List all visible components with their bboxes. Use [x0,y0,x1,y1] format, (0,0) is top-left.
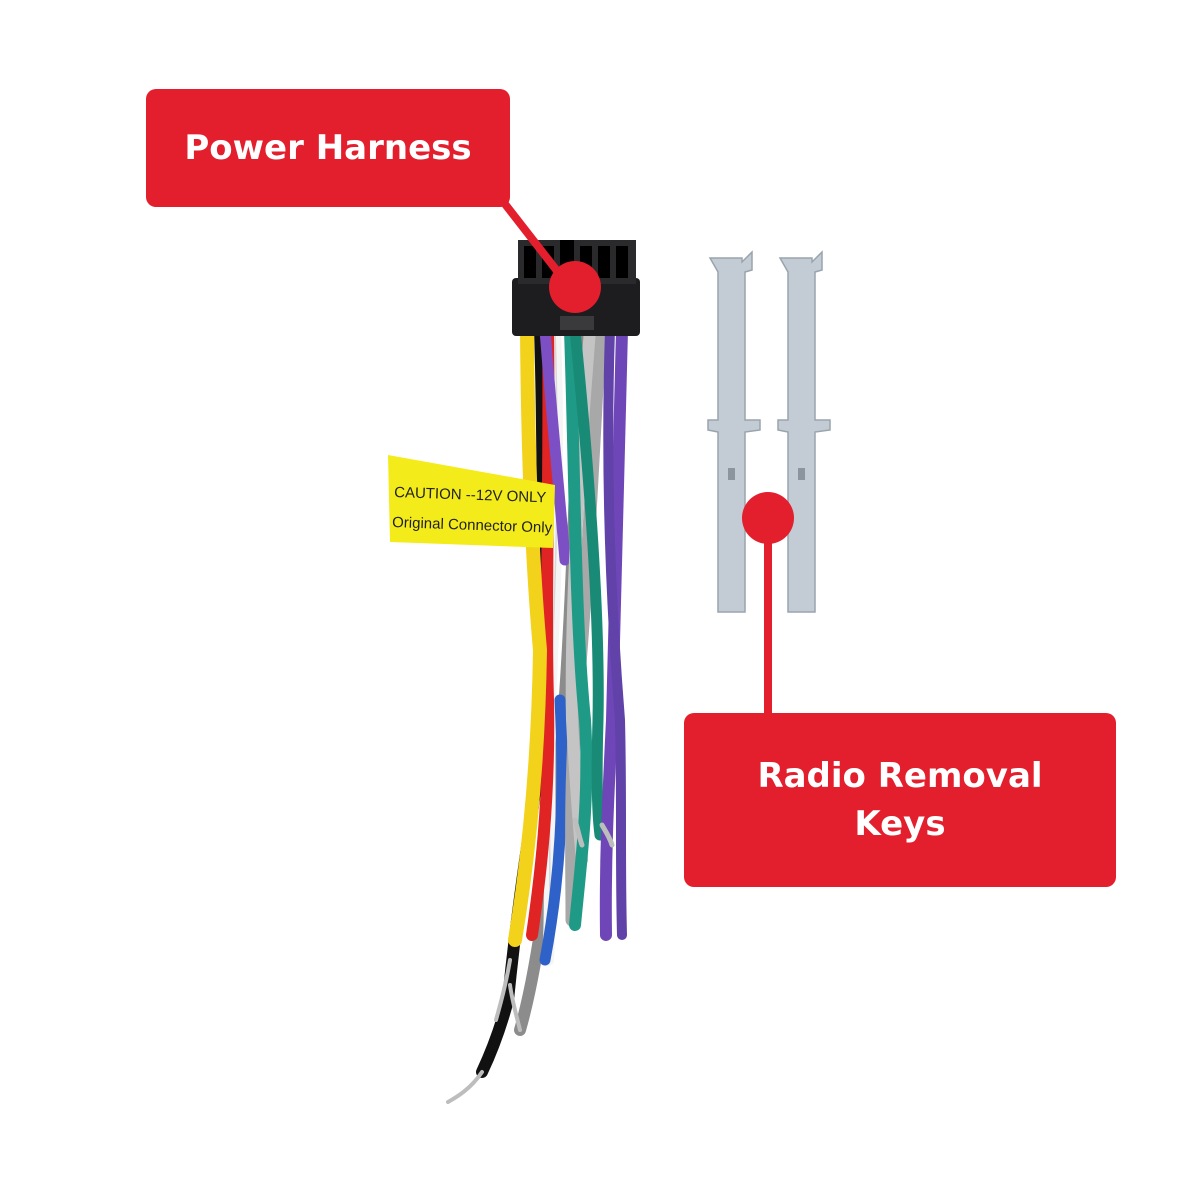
harness-wires [446,323,628,1104]
radio-removal-keys-label-line1: Radio Removal [757,756,1043,796]
bare-strand-3 [508,983,522,1032]
bare-strand-2 [446,1070,484,1104]
wire-red [526,324,555,941]
connector-latch [560,316,594,330]
caution-tag-line2: Original Connector Only [392,514,553,537]
connector-slot-6 [616,246,628,278]
caution-tag: CAUTION --12V ONLY Original Connector On… [388,455,555,548]
connector-slot-1 [524,246,536,278]
removal-key-right [777,250,831,613]
connector-slot-5 [598,246,610,278]
caution-tag-line1: CAUTION --12V ONLY [394,484,547,506]
caution-tag-body [388,455,555,548]
harness-pointer [494,191,601,313]
wire-purple-right [599,324,628,941]
removal-key-left [707,250,761,613]
power-harness-label: Power Harness [184,128,472,168]
wire-purple-right-2 [603,325,627,940]
wire-yellow [508,323,548,947]
wire-purple-left [539,324,571,566]
radio-removal-keys-label-line2: Keys [854,804,946,844]
bare-strand-5 [599,822,615,848]
harness-pointer-dot [549,261,601,313]
radio-removal-keys-callout: Radio Removal Keys [684,713,1116,887]
wire-green-teal [564,324,593,931]
bare-strand-1 [494,958,512,1022]
power-harness-callout: Power Harness [146,89,510,207]
wire-green-teal-2 [569,324,606,841]
wire-blue [539,694,568,966]
keys-pointer-dot [742,492,794,544]
keys-pointer [742,492,794,715]
bare-strand-4 [572,817,585,848]
